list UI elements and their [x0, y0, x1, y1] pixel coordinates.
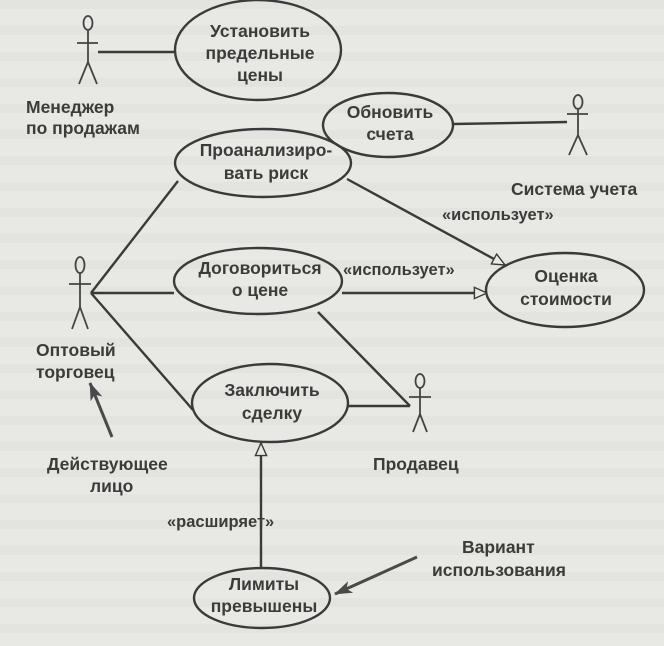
actor-label: Продавец: [373, 454, 459, 474]
actor-wholesaler: Оптовый торговец: [36, 256, 116, 382]
pointer-arrow-icon: [334, 555, 418, 596]
use-case-negotiate-price[interactable]: Договориться о цене: [172, 246, 344, 316]
annotation-use-case: Вариант использования: [334, 537, 566, 596]
use-case-label: Договориться: [198, 258, 321, 278]
annotation-label: лицо: [90, 476, 133, 496]
actor-label: Система учета: [511, 179, 637, 199]
use-case-limits-exceeded[interactable]: Лимиты превышены: [192, 566, 332, 630]
use-case-label: Оценка: [534, 266, 597, 286]
stick-figure-icon: [69, 256, 91, 330]
actor-accounting-system: Система учета: [511, 94, 637, 199]
use-case-label: предельные: [206, 43, 315, 63]
use-case-label: Проанализиро-: [200, 140, 333, 160]
uses-arrow: [346, 177, 505, 267]
stick-figure-icon: [409, 373, 431, 433]
association-line: [90, 292, 194, 411]
association-line: [452, 120, 568, 126]
association-line: [90, 180, 179, 294]
actor-label: Менеджер: [26, 97, 114, 117]
actor-seller: Продавец: [373, 373, 459, 474]
use-case-label: превышены: [211, 596, 318, 616]
use-case-close-deal[interactable]: Заключить сделку: [190, 362, 350, 444]
use-case-label: счета: [366, 124, 414, 144]
association-line: [317, 311, 411, 407]
stick-figure-icon: [567, 94, 588, 156]
use-case-label: стоимости: [520, 289, 612, 309]
stereotype-label: «использует»: [442, 206, 554, 224]
use-case-update-accounts[interactable]: Обновить счета: [321, 91, 455, 159]
use-case-label: Лимиты: [229, 574, 299, 594]
use-case-cost-estimate[interactable]: Оценка стоимости: [484, 251, 646, 329]
actor-sales-manager: Менеджер по продажам: [26, 15, 140, 138]
annotation-label: использования: [432, 560, 566, 580]
use-case-set-price-limits[interactable]: Установить предельные цены: [173, 0, 343, 102]
use-case-label: Заключить: [224, 380, 320, 400]
annotation-label: Вариант: [462, 537, 535, 557]
use-case-label: вать риск: [224, 163, 309, 183]
annotation-actor: Действующее лицо: [47, 382, 168, 496]
stick-figure-icon: [77, 15, 98, 85]
use-case-label: Установить: [210, 21, 310, 41]
use-case-label: сделку: [242, 403, 302, 423]
actor-label: по продажам: [26, 118, 140, 138]
stereotype-label: «расширяет»: [167, 513, 274, 531]
use-case-analyze-risk[interactable]: Проанализиро- вать риск: [173, 127, 353, 199]
annotation-label: Действующее: [47, 454, 168, 474]
actor-label: Оптовый: [36, 340, 116, 360]
pointer-arrow-icon: [88, 382, 114, 438]
stereotype-label: «использует»: [343, 261, 455, 279]
use-case-label: о цене: [232, 280, 289, 300]
use-case-label: Обновить: [347, 102, 434, 122]
use-case-label: цены: [237, 65, 283, 85]
actor-label: торговец: [36, 362, 115, 382]
